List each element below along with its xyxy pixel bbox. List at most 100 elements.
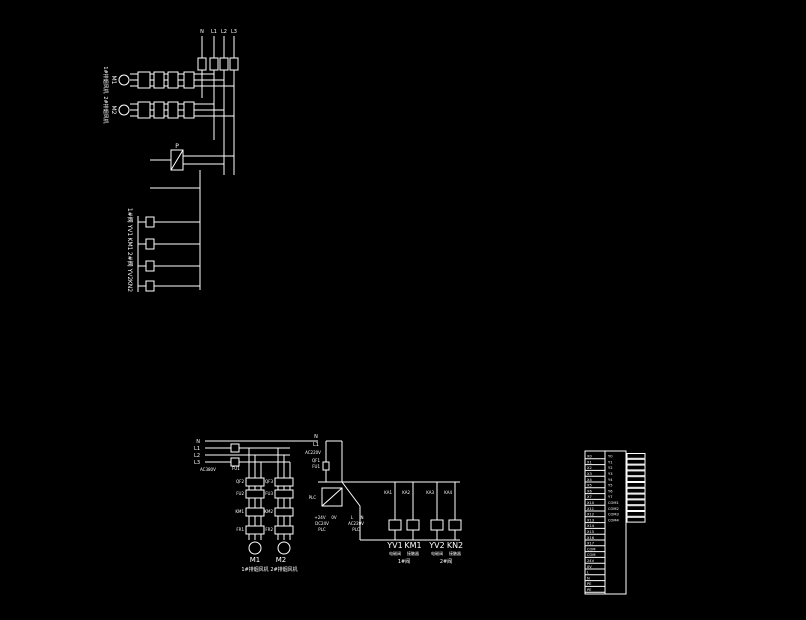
terminal-cell — [626, 476, 646, 483]
terminal-left-column: X0X1X2X3X4X5X6X7X10X11X12X13X14X15X16X17… — [585, 455, 605, 593]
plc-label: PLC — [309, 495, 317, 500]
terminal-label: L — [587, 571, 589, 575]
terminal-label: X0 — [587, 455, 592, 459]
fuse — [209, 57, 219, 71]
terminal-label: Y3 — [608, 472, 612, 476]
coil-branch: KA2 KM1 接触器 — [402, 482, 422, 556]
terminal-label: COM3 — [608, 513, 619, 517]
motor-designator: M1 — [110, 76, 117, 85]
coil-designator: YV2 — [428, 541, 444, 550]
motor-designator: M1 — [250, 556, 261, 564]
terminal-label: Y5 — [608, 484, 612, 488]
motor-caption: 1#排烟风机 — [241, 566, 268, 573]
terminal-label: X15 — [587, 530, 594, 534]
bottom-left-phase-labels: N L1 L2 L3 — [194, 439, 200, 466]
motor-caption: 2#排烟风机 — [270, 566, 297, 573]
terminal-cell — [626, 505, 646, 512]
contact-label: KA4 — [444, 490, 452, 495]
terminal-label: Y0 — [608, 455, 613, 459]
terminal-label: X17 — [587, 542, 594, 546]
converter-label: P — [175, 143, 179, 150]
terminal-label: X11 — [587, 507, 594, 511]
control-row-label: 2#阀 YV2 — [126, 252, 134, 281]
motor-designator: M2 — [276, 556, 287, 564]
terminal-label: 0V — [587, 565, 592, 569]
terminal-label: X1 — [587, 460, 592, 464]
terminal-cell — [626, 516, 646, 523]
phase-label: L3 — [231, 29, 237, 35]
terminal-cell — [626, 493, 646, 500]
terminal-cell — [626, 458, 646, 465]
group-caption: 1#阀 — [398, 558, 410, 565]
terminal-label: COM1 — [608, 501, 619, 505]
coil-designator: YV1 — [386, 541, 402, 550]
control-row: KM1 — [126, 238, 200, 251]
coil-symbol — [406, 519, 420, 531]
terminal-label: X2 — [587, 466, 592, 470]
coil-branch: KA1 YV1 电磁阀 — [384, 482, 403, 556]
control-row-label: 1#阀 YV1 — [126, 208, 134, 237]
bottom-power-circuit: N L1 L2 L3 AC380V FU1 QF2 FU2 KM1 FR1 M1… — [194, 434, 463, 573]
control-row: 1#阀 YV1 — [126, 208, 200, 237]
bus-label: N — [314, 434, 318, 440]
terminal-label: X7 — [587, 495, 592, 499]
plc-output: 0V — [331, 515, 337, 520]
terminal-label: X13 — [587, 518, 594, 522]
terminal-label: PE — [587, 582, 592, 586]
motor-symbol — [118, 74, 130, 86]
ac-label: AC380V — [200, 467, 216, 472]
terminal-label: 24V — [587, 559, 595, 563]
top-control-rows: 1#阀 YV1 KM1 2#阀 YV2 KN2 — [126, 208, 200, 292]
switch-label: FU1 — [232, 466, 240, 471]
terminal-cell — [626, 482, 646, 488]
motor-caption: 2#排烟风机 — [102, 96, 109, 123]
top-converter: P — [150, 143, 234, 290]
motor-symbol — [118, 104, 130, 116]
terminal-label: COM — [587, 547, 595, 551]
terminal-label: Y6 — [608, 489, 613, 493]
contact-label: KA2 — [402, 490, 410, 495]
control-row: KN2 — [126, 280, 200, 292]
fuse — [219, 57, 229, 71]
control-row-label: KM1 — [126, 238, 133, 251]
phase-label: L2 — [194, 453, 200, 459]
plc-note: AC220V — [348, 521, 364, 526]
coil-branch: KA4 KN2 接触器 — [444, 482, 463, 556]
terminal-label: Y2 — [608, 466, 612, 470]
terminal-label: X12 — [587, 513, 594, 517]
coil-caption: 电磁阀 — [389, 550, 401, 556]
part-label: FU3 — [265, 491, 273, 496]
bottom-motor-2: QF3 FU3 KM2 FR2 M2 2#排烟风机 — [264, 448, 298, 573]
part-label: FR1 — [236, 527, 244, 532]
terminal-label: Y4 — [608, 478, 613, 482]
terminal-label: N — [587, 576, 590, 580]
bus-label: AC220V — [305, 450, 321, 455]
plc-output: +24V — [314, 515, 325, 520]
bus-label: L1 — [313, 442, 319, 448]
terminal-cell — [626, 470, 646, 477]
terminal-label: COM — [587, 553, 595, 557]
plc-output: L — [351, 515, 354, 520]
part-label: FU2 — [236, 491, 244, 496]
terminal-label: X5 — [587, 484, 592, 488]
part-label: KM2 — [264, 509, 273, 514]
terminal-label: COM2 — [608, 507, 619, 511]
group-caption: 2#阀 — [440, 558, 452, 565]
phase-label: L1 — [211, 29, 217, 35]
plc-note: PLC — [318, 527, 326, 532]
phase-label: L3 — [194, 460, 200, 466]
terminal-label: X6 — [587, 489, 592, 493]
terminal-label: Y1 — [608, 460, 612, 464]
part-label: KM1 — [235, 509, 244, 514]
motor-symbol — [248, 541, 262, 555]
terminal-cell — [626, 487, 646, 494]
contact-label: KA3 — [426, 490, 434, 495]
coil-symbol — [430, 519, 444, 531]
phase-label: N — [196, 439, 200, 445]
fuse — [229, 57, 239, 71]
terminal-label: X14 — [587, 524, 595, 528]
plc-note: DC24V — [315, 521, 329, 526]
plc-note: PLC — [352, 527, 360, 532]
motor-branch-2: M2 2#排烟风机 — [102, 96, 234, 124]
coil-symbol — [388, 519, 402, 531]
